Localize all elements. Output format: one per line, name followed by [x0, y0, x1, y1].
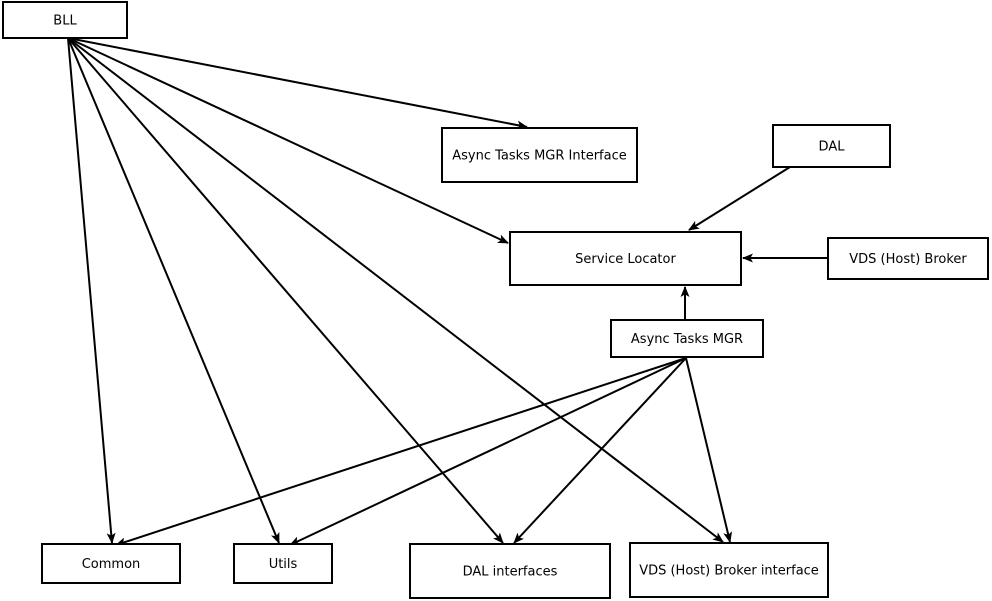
node-utils[interactable]: Utils	[233, 543, 333, 584]
node-box-dal[interactable]	[772, 124, 891, 168]
edge-asyncmgr-dal-interfaces	[513, 357, 687, 544]
node-label-utils: Utils	[269, 557, 298, 572]
node-box-vds_if[interactable]	[629, 542, 829, 598]
node-box-vds_broker[interactable]	[827, 237, 989, 280]
node-async_mgr[interactable]: Async Tasks MGR	[610, 319, 764, 358]
node-box-utils[interactable]	[233, 543, 333, 584]
node-label-common: Common	[82, 557, 141, 572]
node-bll[interactable]: BLL	[2, 1, 128, 39]
edge-bll-service-locator	[67, 37, 509, 244]
edge-bll-vds-interface	[67, 37, 724, 543]
edge-asyncmgr-common	[115, 357, 687, 547]
edge-asyncmgr-vds-interface	[685, 357, 733, 543]
node-box-async_if[interactable]	[441, 127, 638, 183]
node-box-svc_loc[interactable]	[509, 231, 742, 286]
edge-bll-dal-interfaces	[67, 37, 504, 544]
node-common[interactable]: Common	[41, 543, 181, 584]
edge-dal-service-locator	[688, 166, 791, 231]
node-vds_if[interactable]: VDS (Host) Broker interface	[629, 542, 829, 598]
node-label-dal: DAL	[819, 140, 846, 155]
node-box-dal_if[interactable]	[409, 543, 611, 599]
node-dal[interactable]: DAL	[772, 124, 891, 168]
edge-bll-common	[67, 37, 116, 544]
node-label-async_mgr: Async Tasks MGR	[631, 332, 743, 347]
edge-asyncmgr-utils	[289, 357, 687, 546]
node-label-svc_loc: Service Locator	[575, 252, 676, 267]
edge-bll-async-interface	[67, 37, 528, 130]
edge-bll-utils	[67, 37, 280, 544]
node-label-async_if: Async Tasks MGR Interface	[452, 149, 627, 164]
node-svc_loc[interactable]: Service Locator	[509, 231, 742, 286]
node-label-vds_broker: VDS (Host) Broker	[849, 252, 967, 267]
node-label-bll: BLL	[53, 14, 77, 29]
node-box-common[interactable]	[41, 543, 181, 584]
node-label-vds_if: VDS (Host) Broker interface	[639, 564, 819, 579]
node-box-bll[interactable]	[2, 1, 128, 39]
node-vds_broker[interactable]: VDS (Host) Broker	[827, 237, 989, 280]
node-dal_if[interactable]: DAL interfaces	[409, 543, 611, 599]
edges-layer	[67, 37, 828, 547]
node-label-dal_if: DAL interfaces	[463, 565, 558, 580]
node-async_if[interactable]: Async Tasks MGR Interface	[441, 127, 638, 183]
node-box-async_mgr[interactable]	[610, 319, 764, 358]
